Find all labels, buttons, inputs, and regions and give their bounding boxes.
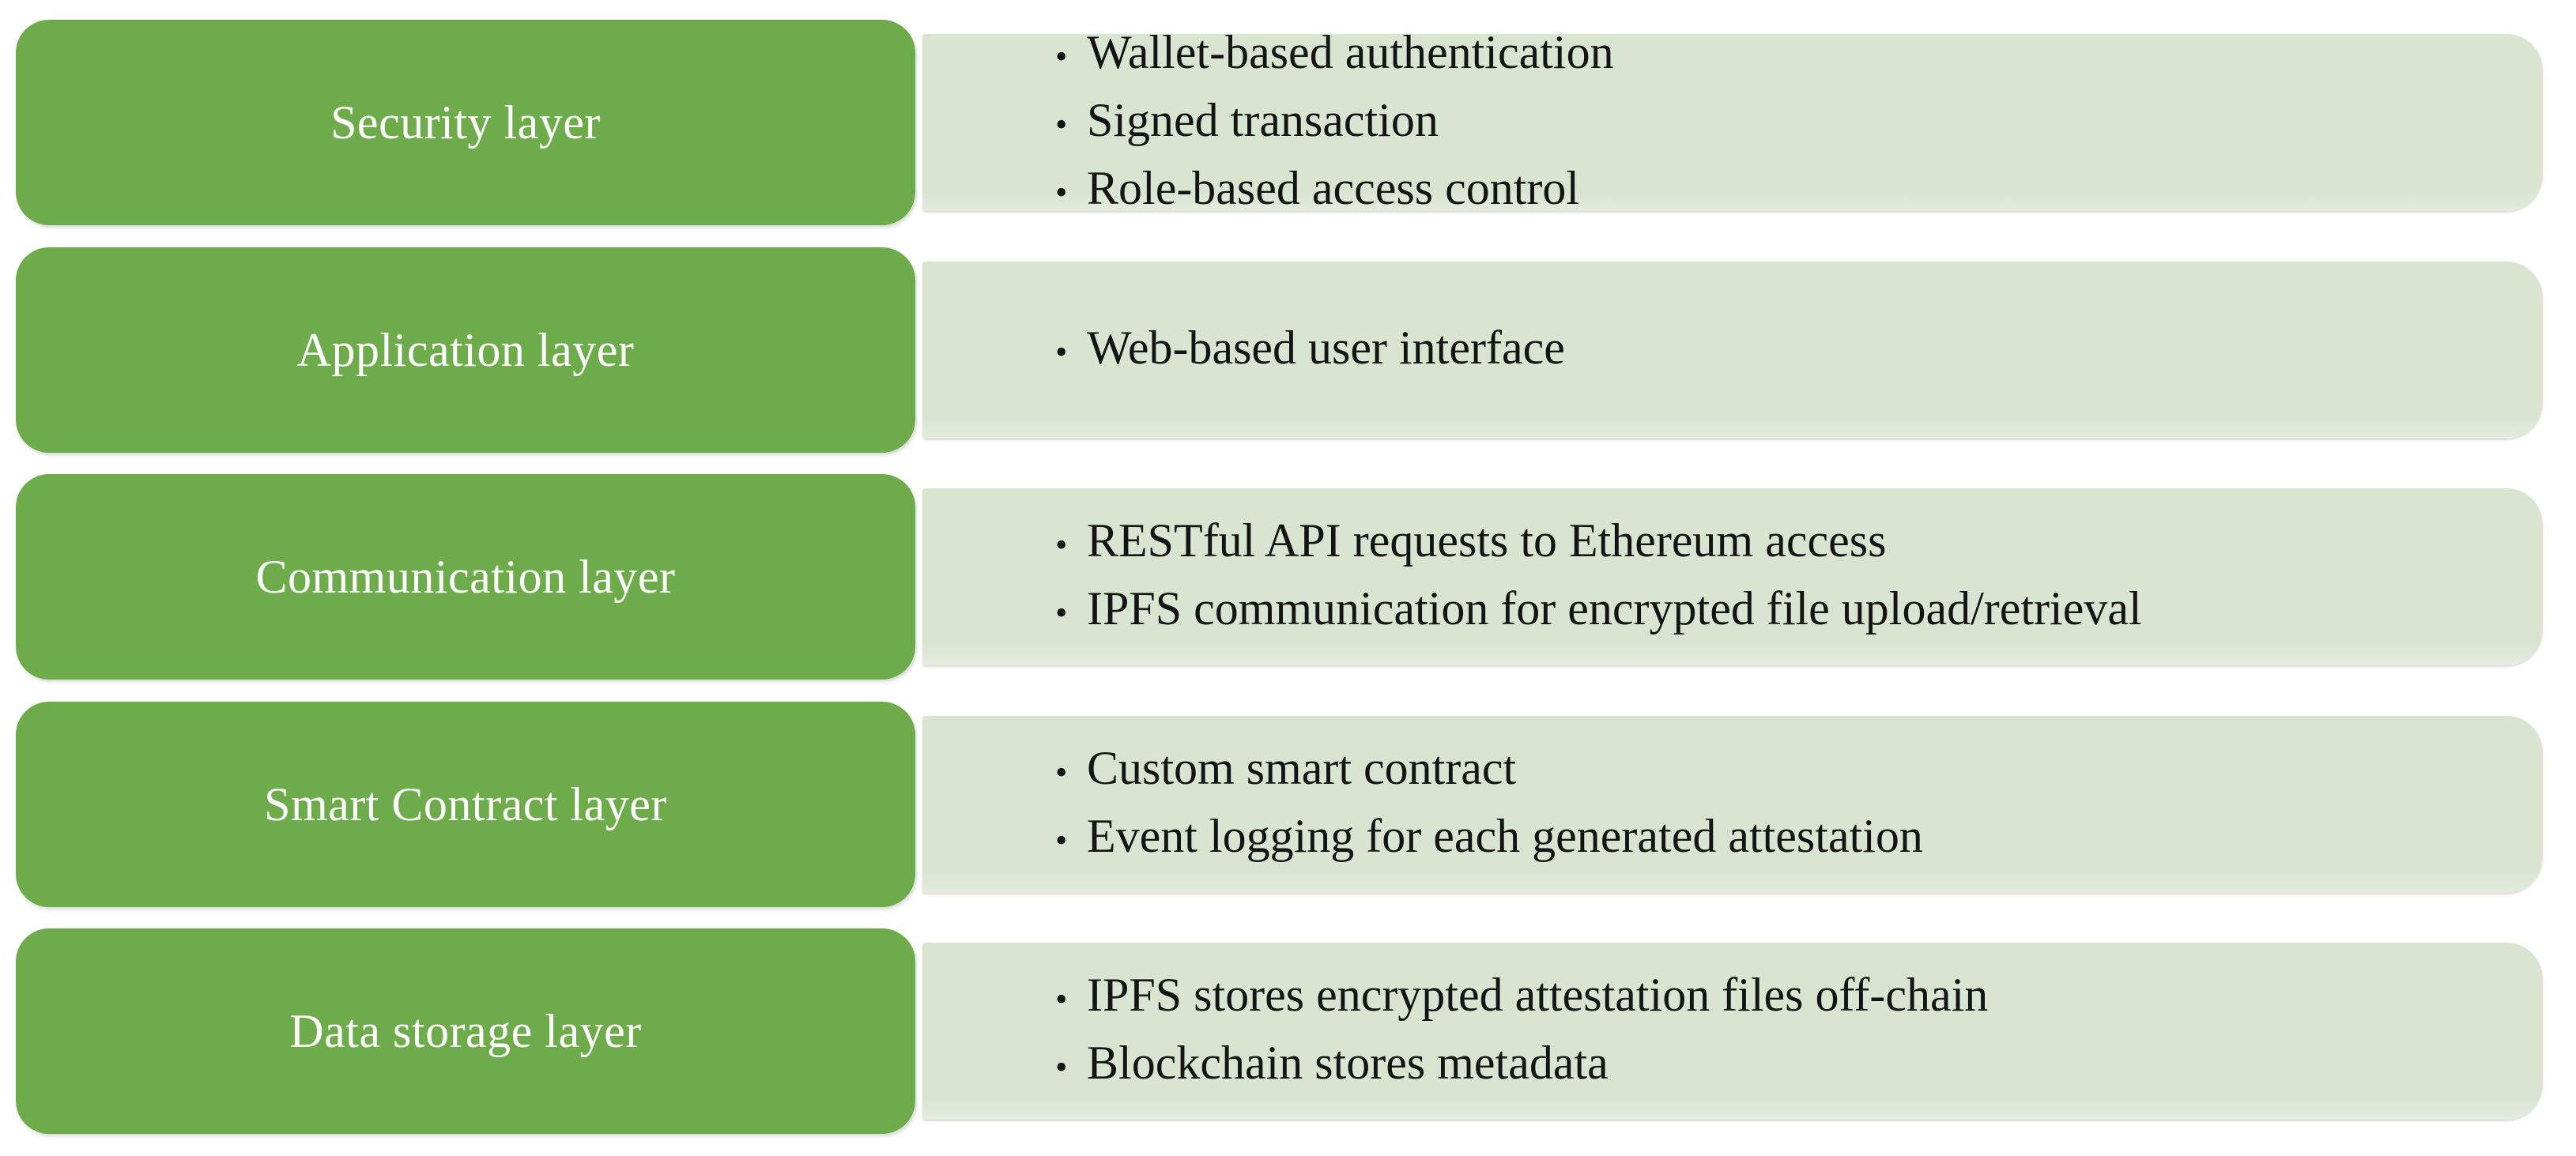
bullet-item: • IPFS communication for encrypted file … — [1055, 577, 2495, 645]
layer-details-box: • Web-based user interface — [922, 262, 2543, 439]
layer-row: Security layer • Wallet-based authentica… — [0, 20, 2576, 225]
bullet-item: • Role-based access control — [1055, 156, 2495, 224]
bullet-list: • IPFS stores encrypted attestation file… — [922, 963, 2543, 1099]
layer-row: Smart Contract layer • Custom smart cont… — [0, 702, 2576, 907]
bullet-text: Web-based user interface — [1087, 322, 1565, 374]
bullet-item: • IPFS stores encrypted attestation file… — [1055, 963, 2495, 1031]
layer-details-box: • IPFS stores encrypted attestation file… — [922, 943, 2543, 1120]
bullet-item: • Event logging for each generated attes… — [1055, 804, 2495, 872]
layer-details-box: • Custom smart contract • Event logging … — [922, 716, 2543, 893]
bullet-icon: • — [1055, 821, 1068, 860]
bullet-icon: • — [1055, 173, 1068, 212]
bullet-icon: • — [1055, 333, 1068, 371]
layer-row: Application layer • Web-based user inter… — [0, 247, 2576, 453]
bullet-item: • RESTful API requests to Ethereum acces… — [1055, 509, 2495, 577]
bullet-list: • Custom smart contract • Event logging … — [922, 736, 2543, 872]
layer-row: Communication layer • RESTful API reques… — [0, 474, 2576, 680]
layer-details-box: • RESTful API requests to Ethereum acces… — [922, 488, 2543, 665]
bullet-icon: • — [1055, 37, 1068, 76]
bullet-item: • Signed transaction — [1055, 88, 2495, 156]
bullet-text: Blockchain stores metadata — [1087, 1037, 1609, 1089]
layer-label: Data storage layer — [289, 1005, 642, 1057]
bullet-text: Wallet-based authentication — [1087, 26, 1614, 78]
bullet-icon: • — [1055, 1048, 1068, 1086]
bullet-icon: • — [1055, 525, 1068, 564]
bullet-list: • Web-based user interface — [922, 316, 2543, 384]
layer-label: Security layer — [330, 96, 601, 149]
layer-name-box: Data storage layer — [16, 928, 915, 1134]
bullet-text: Event logging for each generated attesta… — [1087, 810, 1923, 862]
bullet-text: Custom smart contract — [1087, 742, 1517, 794]
bullet-list: • Wallet-based authentication • Signed t… — [922, 21, 2543, 224]
bullet-item: • Wallet-based authentication — [1055, 21, 2495, 88]
bullet-item: • Custom smart contract — [1055, 736, 2495, 804]
bullet-icon: • — [1055, 980, 1068, 1019]
bullet-item: • Web-based user interface — [1055, 316, 2495, 384]
layer-label: Smart Contract layer — [264, 778, 667, 830]
bullet-text: Role-based access control — [1087, 162, 1580, 214]
layer-name-box: Smart Contract layer — [16, 702, 915, 907]
bullet-text: RESTful API requests to Ethereum access — [1087, 514, 1887, 567]
bullet-text: IPFS communication for encrypted file up… — [1087, 582, 2142, 634]
bullet-icon: • — [1055, 753, 1068, 792]
layer-details-box: • Wallet-based authentication • Signed t… — [922, 26, 2543, 214]
bullet-text: IPFS stores encrypted attestation files … — [1087, 969, 1989, 1021]
layer-label: Communication layer — [255, 551, 676, 603]
bullet-icon: • — [1055, 593, 1068, 632]
layer-row: Data storage layer • IPFS stores encrypt… — [0, 928, 2576, 1134]
bullet-text: Signed transaction — [1087, 94, 1439, 146]
bullet-icon: • — [1055, 105, 1068, 144]
layer-name-box: Application layer — [16, 247, 915, 453]
bullet-list: • RESTful API requests to Ethereum acces… — [922, 509, 2543, 645]
layer-name-box: Security layer — [16, 20, 915, 225]
bullet-item: • Blockchain stores metadata — [1055, 1031, 2495, 1099]
layer-label: Application layer — [296, 324, 635, 376]
layer-name-box: Communication layer — [16, 474, 915, 680]
